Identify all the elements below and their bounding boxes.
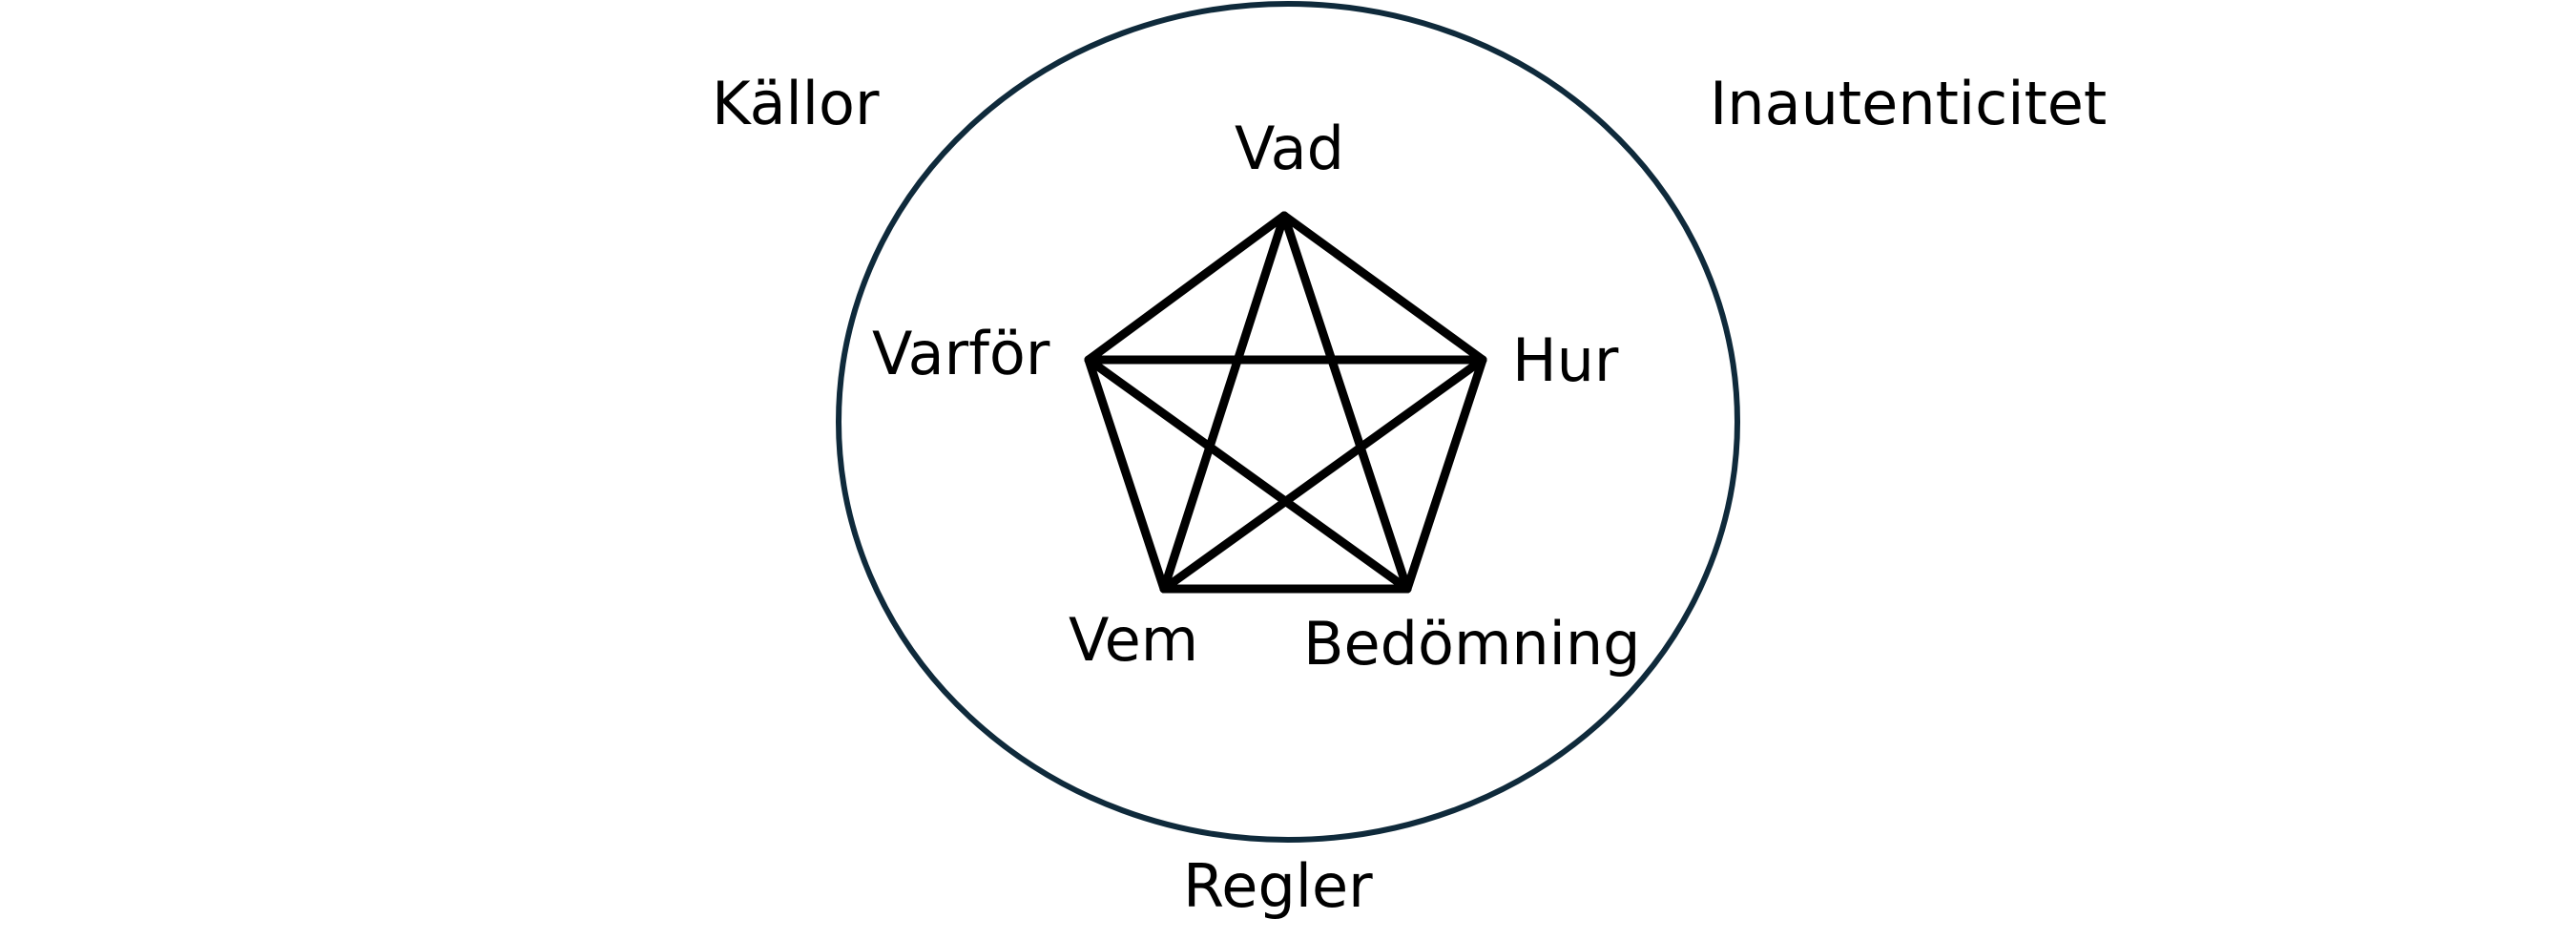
label-regler: Regler — [1183, 851, 1373, 921]
edge-hur-bedomning — [1402, 355, 1487, 594]
label-inautenticitet: Inautenticitet — [1710, 69, 2107, 138]
diagonal-varfor-bedomning — [1084, 355, 1412, 594]
edge-varfor-vad — [1084, 211, 1289, 365]
label-varfor: Varför — [872, 319, 1050, 388]
outer-ellipse — [836, 1, 1740, 843]
edge-vad-hur — [1279, 211, 1487, 365]
diagonal-hur-vem — [1159, 355, 1487, 594]
diagonal-vad-bedomning — [1279, 211, 1412, 594]
label-bedomning: Bedömning — [1303, 609, 1641, 679]
diagonal-vad-vem — [1159, 211, 1289, 594]
label-kallor: Källor — [712, 69, 880, 138]
label-hur: Hur — [1512, 325, 1619, 395]
label-vem: Vem — [1069, 605, 1198, 675]
label-vad: Vad — [1235, 114, 1344, 183]
edge-vem-varfor — [1084, 355, 1169, 594]
